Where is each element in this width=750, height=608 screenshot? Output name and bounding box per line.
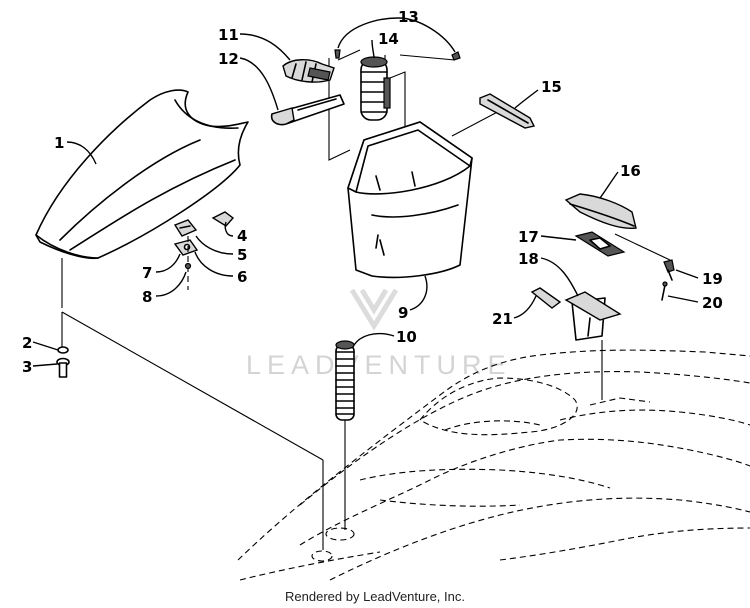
callout-4: 4 [237, 227, 247, 245]
callout-21: 21 [492, 310, 513, 328]
callout-12: 12 [218, 50, 239, 68]
callout-20: 20 [702, 294, 723, 312]
callout-11: 11 [218, 26, 239, 44]
screw [56, 357, 70, 378]
latch [282, 59, 335, 83]
mounting-plate [574, 231, 626, 257]
callout-6: 6 [237, 268, 247, 286]
snowmobile-body-outline [237, 349, 750, 581]
clip [663, 259, 675, 281]
nut [184, 262, 192, 270]
callout-9: 9 [398, 304, 408, 322]
watermark-text: LEADVENTURE [246, 350, 512, 380]
bracket-lower [173, 239, 199, 256]
callout-17: 17 [518, 228, 539, 246]
storage-bin [347, 121, 473, 279]
callout-10: 10 [396, 328, 417, 346]
callout-16: 16 [620, 162, 641, 180]
bracket-clip [211, 211, 235, 227]
callout-7: 7 [142, 264, 152, 282]
callout-18: 18 [518, 250, 539, 268]
seal-strip [479, 93, 536, 129]
callout-13: 13 [398, 8, 419, 26]
leader-lines [32, 17, 699, 367]
coil-spring [335, 340, 355, 421]
cup-holder [564, 291, 622, 341]
cushion-pad [564, 193, 637, 229]
roll-cylinder [360, 56, 391, 121]
callout-3: 3 [22, 358, 32, 376]
watermark-logo [349, 288, 399, 331]
callout-19: 19 [702, 270, 723, 288]
watermark: LEADVENTURE [246, 288, 512, 380]
callout-15: 15 [541, 78, 562, 96]
rivet-pair [334, 49, 461, 61]
callouts: 1 2 3 4 5 6 7 8 9 10 11 12 13 14 15 16 1… [22, 8, 723, 376]
callout-8: 8 [142, 288, 152, 306]
callout-14: 14 [378, 30, 399, 48]
callout-5: 5 [237, 246, 247, 264]
side-panel [35, 89, 249, 260]
callout-2: 2 [22, 334, 32, 352]
footer-credit: Rendered by LeadVenture, Inc. [285, 589, 465, 604]
fastener-tab [530, 287, 562, 309]
washer [57, 346, 69, 354]
bracket-upper [173, 219, 198, 237]
pin [661, 281, 668, 301]
callout-1: 1 [54, 134, 64, 152]
strap [270, 94, 345, 126]
